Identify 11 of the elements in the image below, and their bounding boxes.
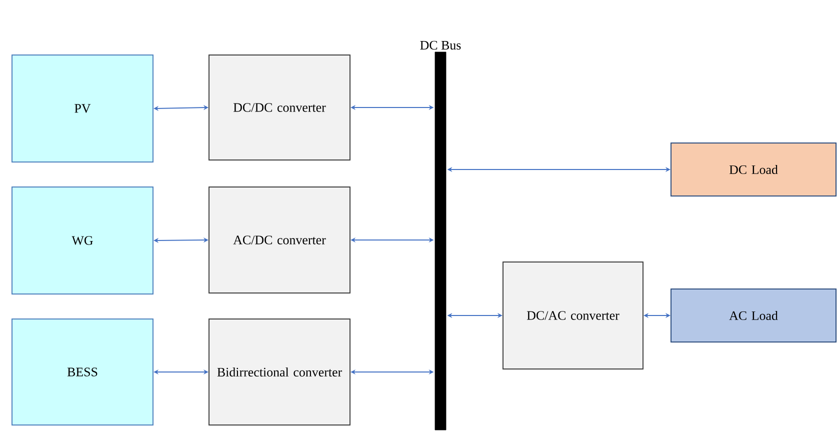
source-box: PV: [12, 54, 154, 162]
converter-box: DC/AC converter: [502, 262, 644, 370]
load-box: DC Load: [670, 142, 836, 196]
node-label: DC Bus: [420, 40, 461, 50]
converter-box: Bidirrectional converter: [208, 318, 350, 426]
load-box: AC Load: [670, 288, 836, 342]
source-box: BESS: [12, 318, 154, 426]
converter-box: DC/DC converter: [208, 54, 350, 160]
converter-box: AC/DC converter: [208, 186, 350, 294]
bus-bar: DC Bus: [420, 40, 461, 430]
source-box: WG: [12, 186, 154, 294]
